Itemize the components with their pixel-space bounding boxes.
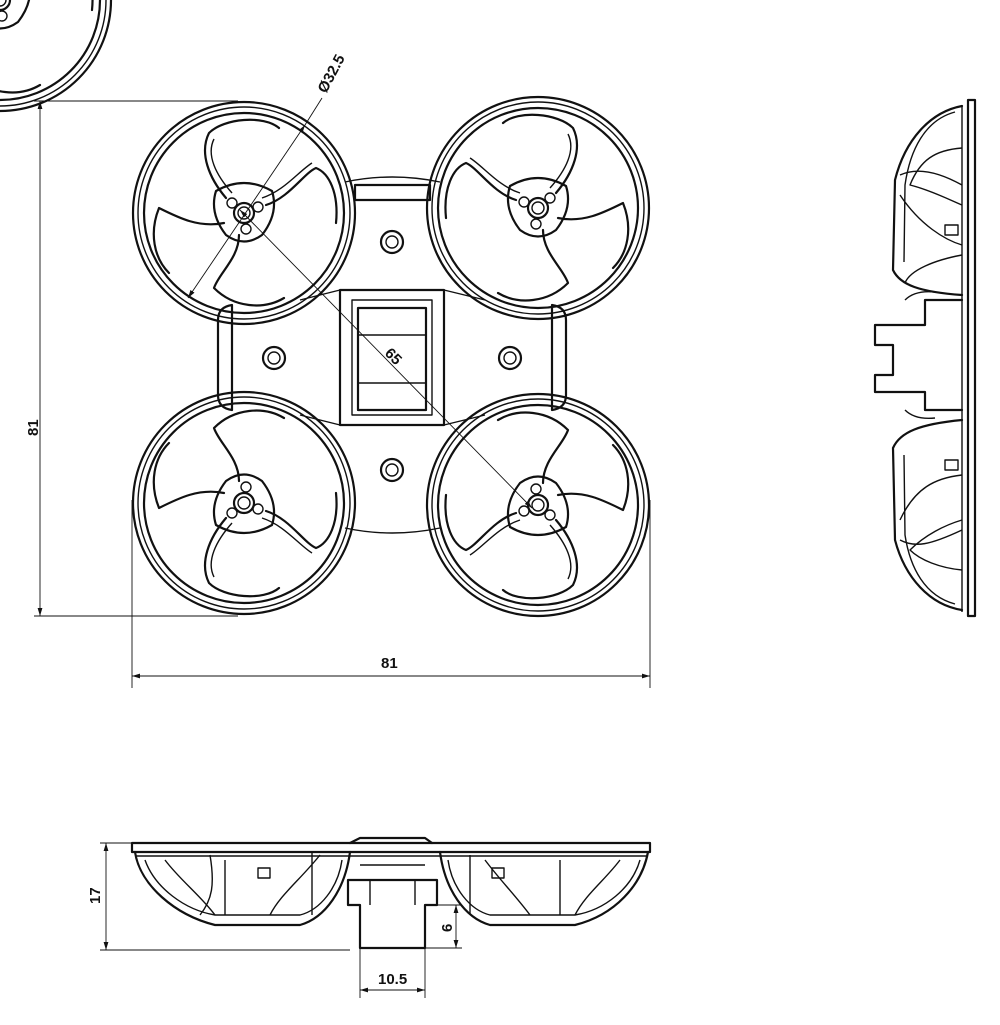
rotor-guard-top-right	[425, 95, 651, 321]
side-view	[873, 98, 977, 618]
canopy-width-label: 10.5	[378, 971, 407, 988]
overall-width-label: 81	[381, 655, 398, 672]
canopy-depth-label: 6	[439, 924, 456, 932]
boss-top	[379, 229, 405, 255]
dimension-diagonal: 65	[239, 209, 533, 509]
dimension-overall-height: 81	[25, 100, 238, 617]
front-view	[130, 836, 652, 950]
boss-bottom	[379, 457, 405, 483]
dimension-overall-width: 81	[131, 500, 651, 688]
boss-right	[497, 345, 523, 371]
dimension-canopy-width: 10.5	[359, 948, 426, 998]
dimension-frame-thickness: 17	[87, 842, 350, 951]
rotor-guard-bottom-left	[131, 390, 357, 616]
diagonal-label: 65	[381, 345, 405, 369]
dimension-canopy-depth: 6	[425, 904, 462, 949]
rotor-guard-bottom-right	[425, 392, 651, 618]
rotor-diameter-label: Ø32.5	[315, 52, 349, 96]
rotor-guard-top-left	[131, 100, 357, 326]
boss-left	[261, 345, 287, 371]
frame-thickness-label: 17	[87, 887, 104, 904]
overall-height-label: 81	[25, 419, 42, 436]
